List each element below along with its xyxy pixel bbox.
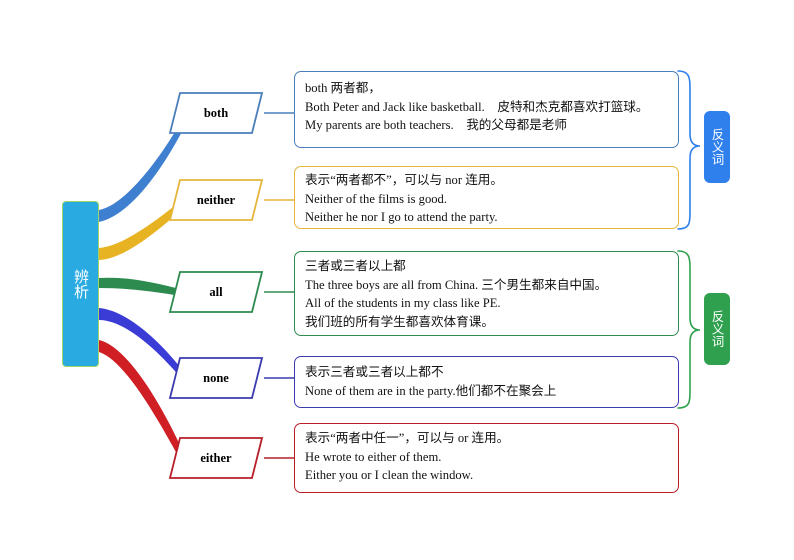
key-node-label: either: [200, 450, 232, 465]
detail-line: 表示三者或三者以上都不: [305, 365, 444, 379]
parallelogram-shape-none: [168, 357, 264, 399]
detail-line: Both Peter and Jack like basketball. 皮特和…: [305, 99, 649, 114]
detail-line: Either you or I clean the window.: [305, 468, 474, 482]
detail-box-neither[interactable]: 表示“两者都不”，可以与 nor 连用。 Neither of the film…: [294, 166, 679, 229]
brace-group-2: [677, 250, 701, 409]
key-node-none[interactable]: none: [168, 356, 264, 400]
key-node-neither[interactable]: neither: [168, 178, 264, 222]
group-node-label: 反义词: [709, 310, 725, 348]
detail-box-either[interactable]: 表示“两者中任一”，可以与 or 连用。 He wrote to either …: [294, 423, 679, 493]
key-node-either[interactable]: either: [168, 436, 264, 480]
key-node-label: neither: [196, 192, 236, 207]
key-node-label: none: [203, 370, 229, 385]
detail-line: None of them are in the party.他们都不在聚会上: [305, 383, 557, 398]
detail-line: Neither of the films is good.: [305, 191, 448, 206]
detail-line: both 两者都，: [305, 81, 381, 95]
root-node-label: 辨析: [72, 269, 90, 299]
detail-line: 三者或三者以上都: [305, 259, 406, 273]
brace-group-1: [677, 70, 701, 230]
detail-box-all[interactable]: 三者或三者以上都 The three boys are all from Chi…: [294, 251, 679, 336]
parallelogram-shape-both: [168, 92, 264, 134]
detail-line: He wrote to either of them.: [305, 449, 442, 464]
parallelogram-shape-all: [168, 271, 264, 313]
key-node-both[interactable]: both: [168, 91, 264, 135]
detail-line: The three boys are all from China. 三个男生都…: [305, 277, 608, 292]
key-node-all[interactable]: all: [168, 270, 264, 314]
parallelogram-shape-neither: [168, 179, 264, 221]
detail-line: Neither he nor I go to attend the party.: [305, 210, 498, 224]
detail-box-none[interactable]: 表示三者或三者以上都不 None of them are in the part…: [294, 356, 679, 408]
detail-line: All of the students in my class like PE.: [305, 296, 501, 310]
detail-line: 表示“两者都不”，可以与 nor 连用。: [305, 173, 503, 187]
group-node-label: 反义词: [709, 128, 725, 166]
group-node-antonym-2[interactable]: 反义词: [704, 293, 730, 365]
key-node-label: both: [203, 105, 229, 120]
key-node-label: all: [209, 284, 223, 299]
detail-box-both[interactable]: both 两者都， Both Peter and Jack like baske…: [294, 71, 679, 148]
detail-line: 表示“两者中任一”，可以与 or 连用。: [305, 431, 510, 445]
parallelogram-shape-either: [168, 437, 264, 479]
group-node-antonym-1[interactable]: 反义词: [704, 111, 730, 183]
detail-line: My parents are both teachers. 我的父母都是老师: [305, 118, 567, 132]
root-node[interactable]: 辨析: [62, 201, 99, 367]
detail-line: 我们班的所有学生都喜欢体育课。: [305, 314, 494, 329]
